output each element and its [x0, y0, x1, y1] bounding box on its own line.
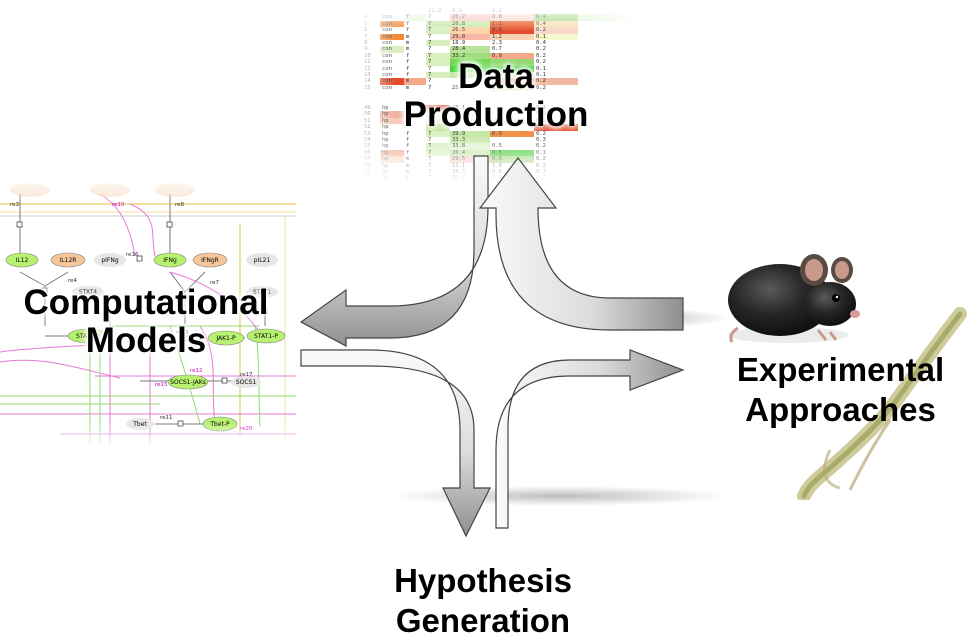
label-experimental-approaches: Experimental Approaches: [708, 350, 973, 431]
reaction-re7: re7: [210, 280, 220, 286]
arrow-shadow-bottom: [390, 486, 730, 506]
node-tbetp-label: Tbet-P: [209, 421, 230, 428]
arrow-experiments-to-data: [478, 157, 684, 331]
reaction-re13: re13: [176, 330, 189, 336]
mouse-image: [728, 254, 860, 343]
node-tbetp: Tbet-P: [202, 416, 238, 432]
label-hypothesis-generation-line2: Generation: [395, 601, 571, 639]
node-socs1: SOCS1: [231, 376, 261, 388]
arrow-models-to-hypothesis: [300, 349, 491, 538]
signaling-network-diagram: IL12 IL12R pIFNg IFNg IFNgR pIL21 STAT4: [0, 176, 296, 444]
node-il12-label: IL12: [16, 257, 29, 264]
node-stat1-label: STAT1: [253, 289, 271, 296]
reaction-re20: re20: [240, 426, 253, 432]
label-computational-models-line1: Computational: [23, 283, 269, 322]
node-pil21-label: pIL21: [254, 257, 271, 264]
arrow-hypothesis-to-experiments: [495, 349, 685, 529]
reaction-re4: re4: [68, 278, 78, 284]
reaction-re10: re10: [112, 202, 125, 208]
reaction-re17: re17: [240, 372, 253, 378]
node-tbet: Tbet: [126, 418, 154, 430]
network-nodes: IL12 IL12R pIFNg IFNg IFNgR pIL21 STAT4: [5, 252, 286, 432]
node-il12r: IL12R: [50, 252, 86, 268]
node-tbet-label: Tbet: [132, 421, 147, 428]
reaction-re3: re3: [10, 202, 20, 208]
reaction-re15: re15: [155, 382, 168, 388]
label-experimental-approaches-line1: Experimental: [736, 351, 945, 388]
node-ifng-label: IFNg: [163, 257, 177, 264]
node-jak1-label: JAK1: [140, 335, 155, 342]
reaction-re12: re12: [190, 368, 203, 374]
label-hypothesis-generation-line1: Hypothesis: [394, 562, 572, 599]
node-pil21: pIL21: [246, 253, 278, 267]
arrow-data-to-models: [299, 155, 489, 347]
node-pifng-label: pIFNg: [101, 257, 119, 264]
reaction-re11: re11: [160, 415, 173, 421]
label-data-production-line2: Production: [403, 94, 589, 134]
node-ifngr-label: IFNgR: [201, 257, 219, 264]
node-stat1p-label: STAT1-P: [254, 333, 278, 340]
node-socs1-label: SOCS1: [236, 379, 257, 386]
node-stat4p: STAT4-P: [67, 328, 109, 344]
label-hypothesis-generation: Hypothesis Generation: [352, 561, 614, 640]
label-data-production: Data Production: [380, 58, 612, 134]
reaction-re16: re16: [126, 252, 139, 258]
node-il12: IL12: [5, 252, 39, 268]
node-socs1jak-label: SOCS1-JAKs: [170, 379, 206, 386]
node-jak1p-label: JAK1-P: [215, 335, 236, 342]
label-experimental-approaches-line2: Approaches: [745, 391, 936, 429]
node-il12r-label: IL12R: [60, 257, 77, 264]
label-computational-models: Computational Models: [0, 284, 292, 360]
node-ifng: IFNg: [153, 252, 187, 268]
node-ifngr: IFNgR: [192, 252, 228, 268]
reaction-labels: re3 re10 re8 re16 re4 re7 re13 re12 re17…: [10, 202, 253, 432]
node-stat1: STAT1: [246, 286, 278, 298]
reaction-markers: [16, 221, 268, 427]
nematode-image: [797, 307, 967, 500]
node-jak1: JAK1: [134, 332, 162, 344]
faded-top-nodes: [10, 183, 195, 197]
node-jak1p: JAK1-P: [207, 330, 245, 346]
node-stat4: STAT4: [72, 286, 104, 298]
label-computational-models-line2: Models: [85, 320, 207, 360]
node-socs1jak: SOCS1-JAKs: [167, 374, 209, 390]
node-stat1p: STAT1-P: [246, 328, 286, 344]
network-edges: [0, 193, 296, 444]
heatmap-fade-overlay: [362, 8, 640, 180]
reaction-re8: re8: [175, 202, 185, 208]
node-stat4p-label: STAT4-P: [76, 333, 100, 340]
node-stat4-label: STAT4: [79, 289, 97, 296]
label-data-production-line1: Data: [458, 57, 534, 96]
node-pifng: pIFNg: [94, 253, 126, 267]
